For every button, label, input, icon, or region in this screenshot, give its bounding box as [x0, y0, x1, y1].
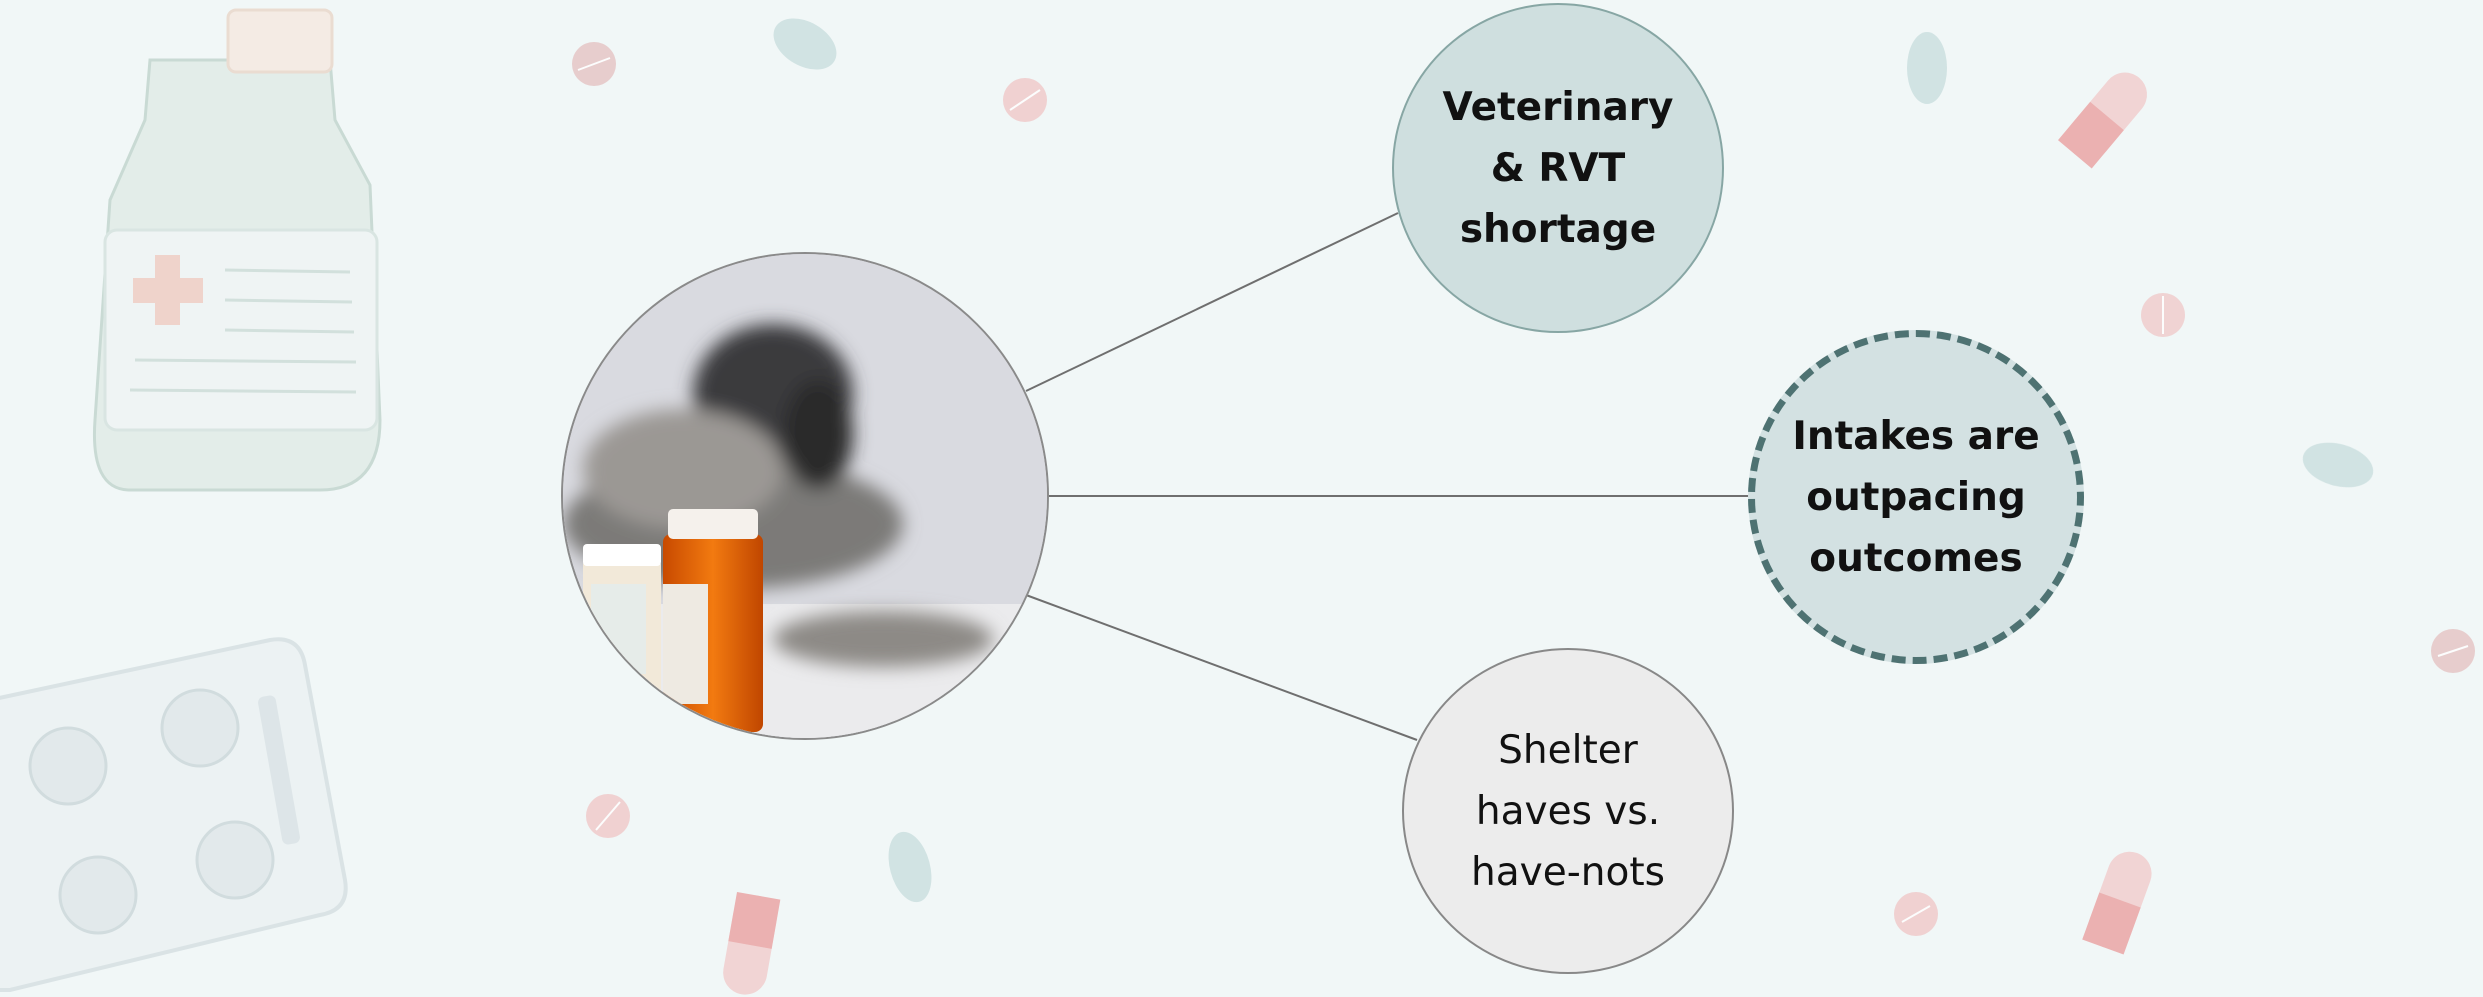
node-intakes-outpacing: Intakes are outpacing outcomes [1748, 330, 2084, 664]
tablet-icon [1894, 892, 1938, 936]
node-label: Shelter haves vs. have-nots [1471, 720, 1665, 903]
dog-with-medicine-photo [561, 252, 1049, 740]
medicine-bottle-icon [94, 10, 380, 490]
capsule-icon [2082, 845, 2158, 954]
node-label: Intakes are outpacing outcomes [1792, 406, 2039, 589]
node-shelter-haves: Shelter haves vs. have-nots [1402, 648, 1734, 974]
blister-pack-icon [0, 639, 346, 990]
capsule-icon [720, 892, 781, 997]
tablet-icon [586, 794, 630, 838]
node-veterinary-shortage: Veterinary & RVT shortage [1392, 3, 1724, 333]
tablet-icon [572, 42, 616, 86]
tablet-icon [2298, 435, 2378, 494]
tablet-icon [1003, 78, 1047, 122]
connector-shelter [1026, 595, 1417, 740]
connector-vet [1026, 213, 1398, 391]
tablet-icon [881, 827, 938, 907]
tablet-icon [2141, 293, 2185, 337]
tablet-icon [2431, 629, 2475, 673]
capsule-icon [2058, 64, 2156, 169]
tablet-icon [765, 8, 846, 80]
node-label: Veterinary & RVT shortage [1443, 77, 1674, 260]
pill-bottle-orange [663, 509, 763, 732]
tablet-icon [1907, 32, 1947, 104]
